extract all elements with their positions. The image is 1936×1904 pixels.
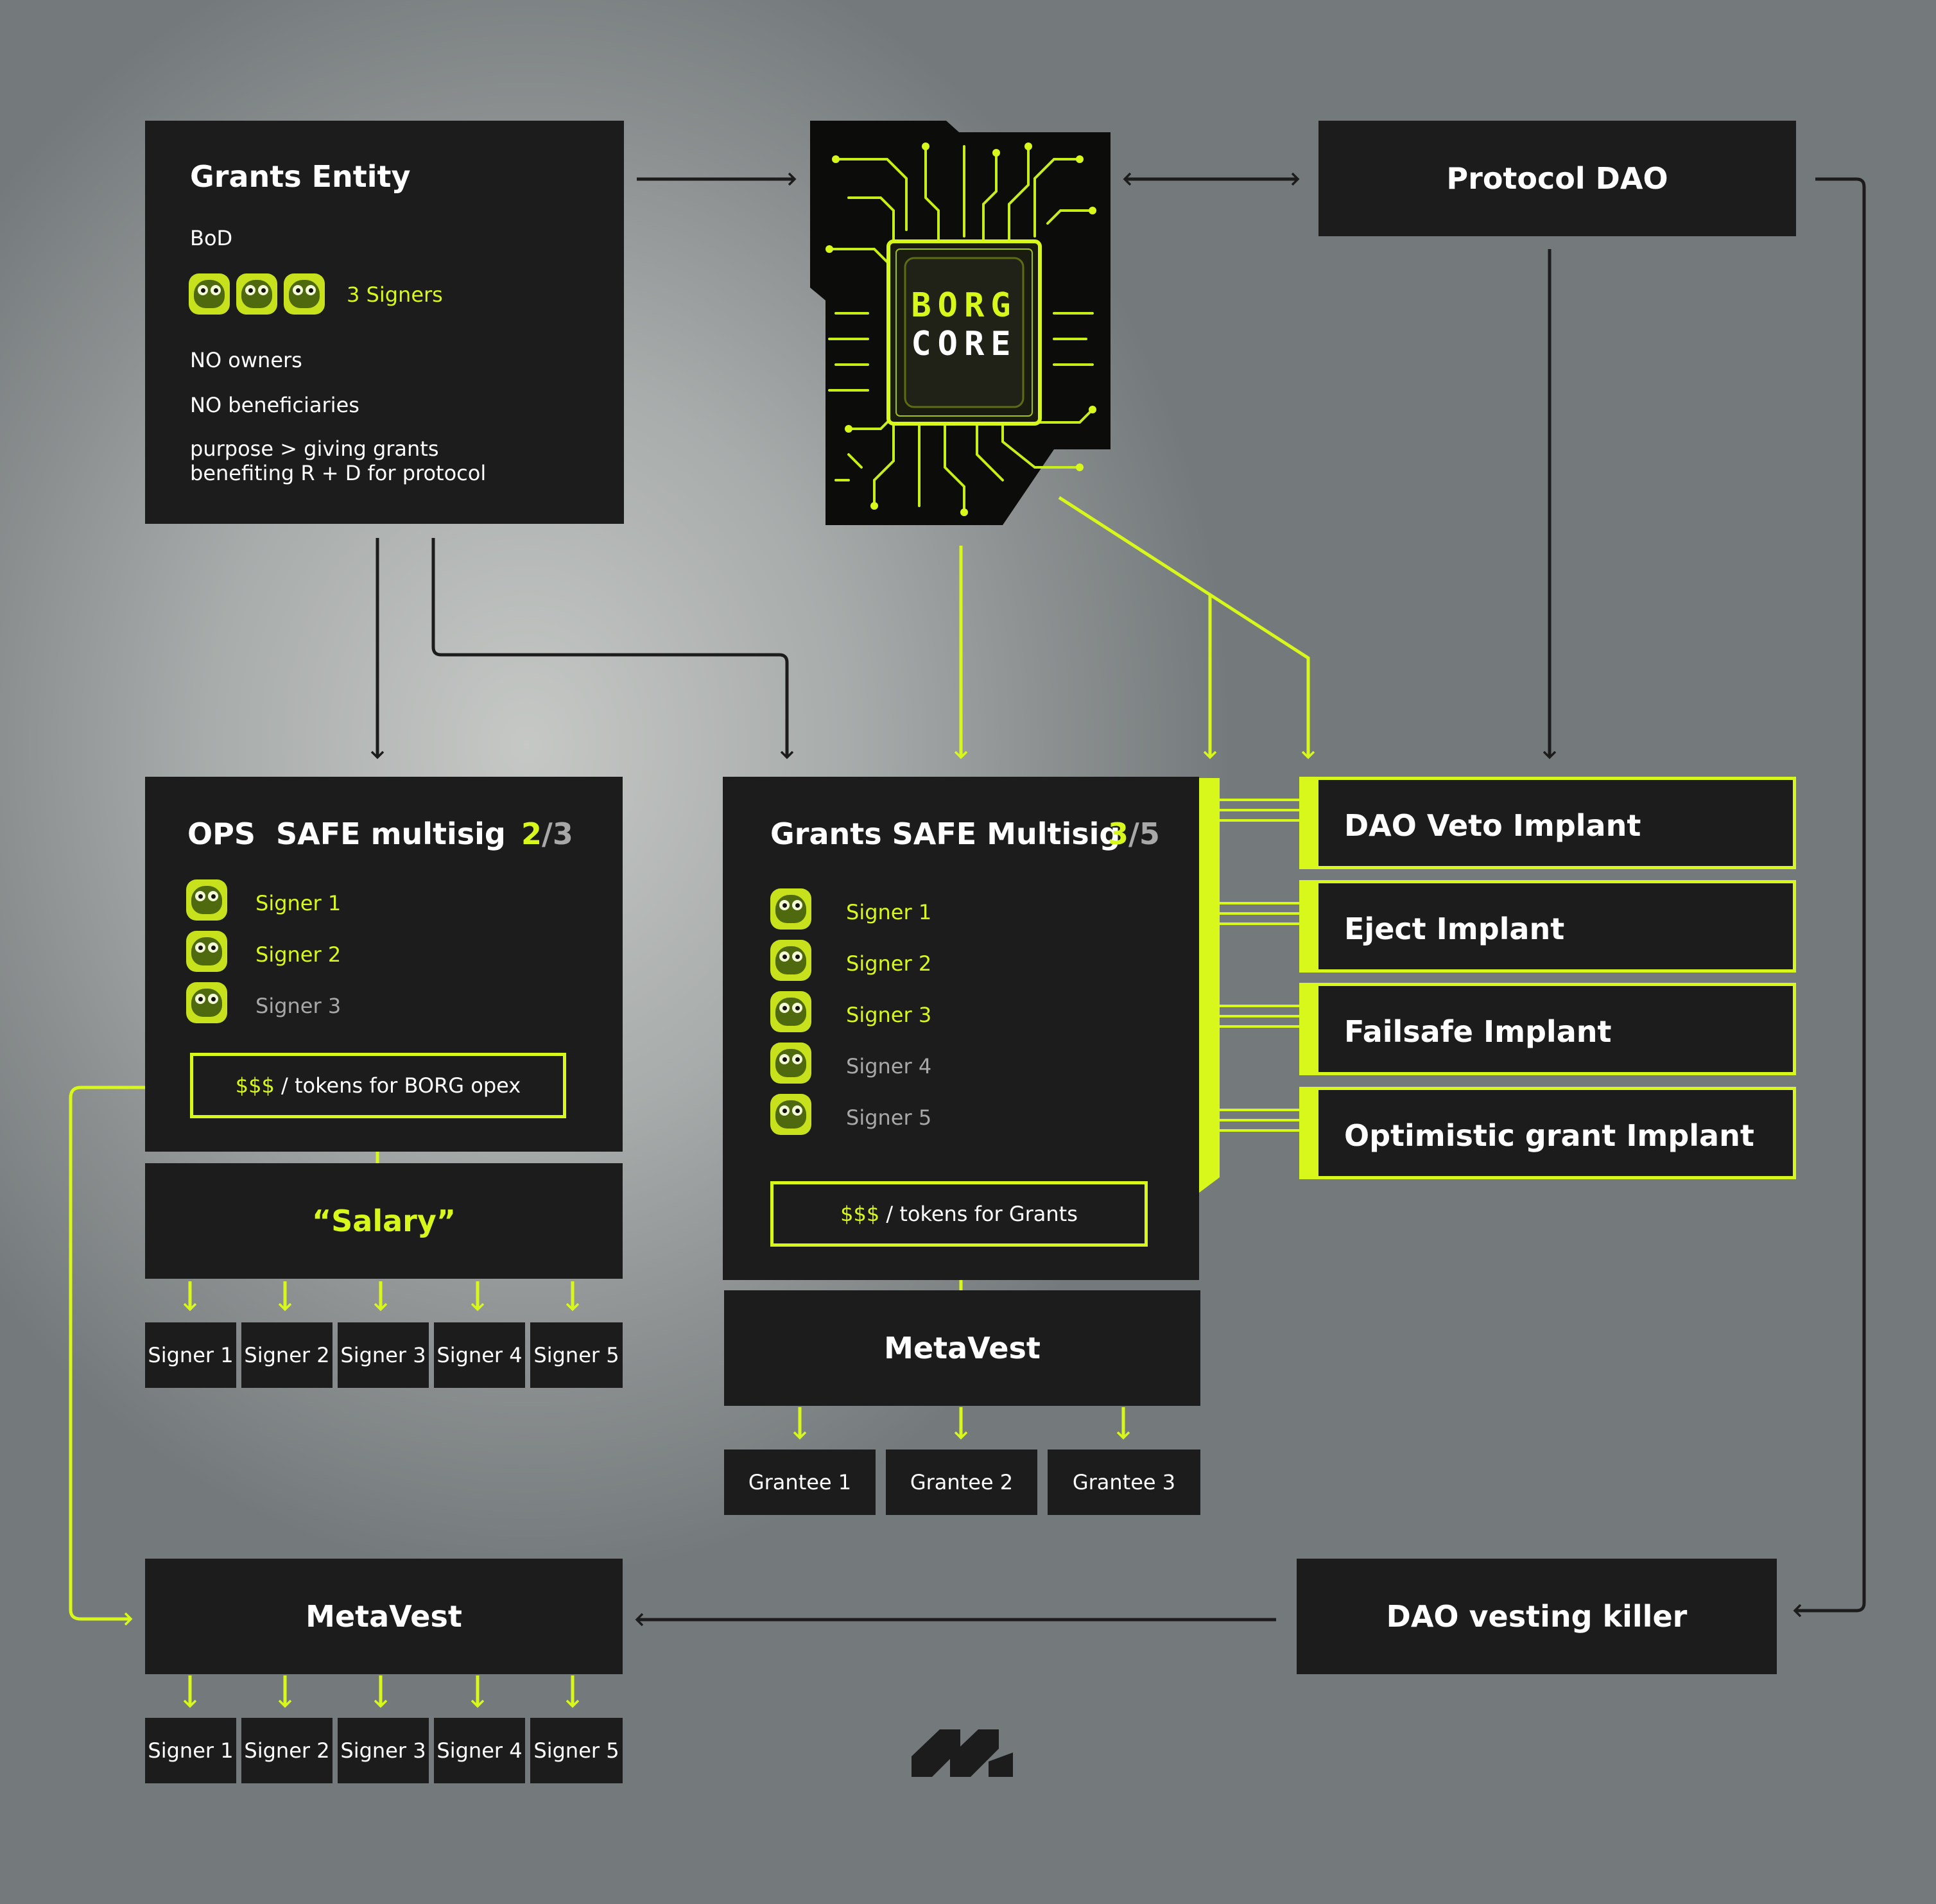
metavest-ops-title: MetaVest [306, 1599, 462, 1634]
frog-avatar-icon [770, 940, 811, 981]
optimistic-grant-implant[interactable]: Optimistic grant Implant [1299, 1087, 1796, 1179]
ops-signer-3: Signer 3 [255, 994, 341, 1018]
protocol-dao-box[interactable]: Protocol DAO [1318, 121, 1796, 236]
purpose-text-1: purpose > giving grants [190, 437, 439, 461]
salary-box[interactable]: “Salary” [145, 1163, 623, 1279]
metavest-signer-1[interactable]: Signer 1 [145, 1718, 236, 1783]
frog-avatar-icon [186, 931, 227, 972]
grants-safe-title: Grants SAFE Multisig [770, 817, 1121, 851]
metavest-signer-5[interactable]: Signer 5 [530, 1718, 623, 1783]
no-owners-text: NO owners [190, 348, 302, 372]
borg-core-label-2: CORE [911, 325, 1017, 363]
frog-avatar-icon [770, 1094, 811, 1135]
frog-avatar-icon [284, 273, 325, 315]
grantee-3[interactable]: Grantee 3 [1048, 1450, 1200, 1515]
salary-signer-3[interactable]: Signer 3 [338, 1322, 429, 1388]
metavest-signer-4[interactable]: Signer 4 [434, 1718, 525, 1783]
no-beneficiaries-text: NO beneficiaries [190, 393, 359, 417]
grants-signer-3: Signer 3 [846, 1003, 932, 1027]
bod-label: BoD [190, 226, 233, 250]
signers-count: 3 Signers [347, 282, 443, 307]
grantee-1[interactable]: Grantee 1 [724, 1450, 876, 1515]
grants-entity-title: Grants Entity [190, 159, 411, 194]
grants-tokens-box[interactable]: $$$ / tokens for Grants [770, 1181, 1148, 1247]
ops-signer-2: Signer 2 [255, 942, 341, 967]
ops-safe-threshold: 2/3 [521, 817, 573, 851]
protocol-dao-title: Protocol DAO [1446, 161, 1668, 196]
ops-safe-title: OPS SAFE multisig [187, 817, 506, 851]
frog-avatar-icon [186, 982, 227, 1023]
salary-signer-2[interactable]: Signer 2 [241, 1322, 333, 1388]
frog-avatar-icon [770, 888, 811, 930]
salary-signer-4[interactable]: Signer 4 [434, 1322, 525, 1388]
eject-implant[interactable]: Eject Implant [1299, 880, 1796, 973]
dao-vesting-killer-box[interactable]: DAO vesting killer [1297, 1559, 1777, 1674]
ops-tokens-box[interactable]: $$$ / tokens for BORG opex [190, 1053, 566, 1118]
frog-avatar-icon [189, 273, 230, 315]
grantee-2[interactable]: Grantee 2 [886, 1450, 1037, 1515]
metavest-grants-box[interactable]: MetaVest [724, 1290, 1200, 1406]
failsafe-implant[interactable]: Failsafe Implant [1299, 983, 1796, 1075]
metalex-logo-icon [912, 1729, 1013, 1777]
metavest-signer-3[interactable]: Signer 3 [338, 1718, 429, 1783]
dao-vesting-killer-title: DAO vesting killer [1386, 1599, 1688, 1634]
metavest-ops-box[interactable]: MetaVest [145, 1559, 623, 1674]
grants-signer-2: Signer 2 [846, 951, 932, 976]
borg-core-chip-icon[interactable]: BORG CORE [810, 121, 1111, 525]
purpose-text-2: benefiting R + D for protocol [190, 461, 487, 485]
dao-veto-implant[interactable]: DAO Veto Implant [1299, 777, 1796, 869]
borg-core-label-1: BORG [911, 286, 1017, 325]
frog-avatar-icon [770, 991, 811, 1032]
metavest-grants-title: MetaVest [884, 1331, 1041, 1365]
salary-signer-5[interactable]: Signer 5 [530, 1322, 623, 1388]
salary-signer-1[interactable]: Signer 1 [145, 1322, 236, 1388]
frog-avatar-icon [186, 879, 227, 921]
grants-signer-1: Signer 1 [846, 900, 932, 924]
ops-signer-1: Signer 1 [255, 891, 341, 915]
grants-entity-box[interactable]: Grants Entity BoD 3 Signers NO owners NO… [145, 121, 624, 524]
grants-safe-threshold: 3/5 [1108, 817, 1160, 851]
frog-avatar-icon [236, 273, 277, 315]
metavest-signer-2[interactable]: Signer 2 [241, 1718, 333, 1783]
grants-signer-5: Signer 5 [846, 1105, 932, 1130]
grants-safe-box[interactable]: Grants SAFE Multisig 3/5 Signer 1 Signer… [723, 777, 1199, 1280]
grants-signer-4: Signer 4 [846, 1054, 932, 1078]
frog-avatar-icon [770, 1043, 811, 1084]
salary-title: “Salary” [311, 1204, 456, 1238]
